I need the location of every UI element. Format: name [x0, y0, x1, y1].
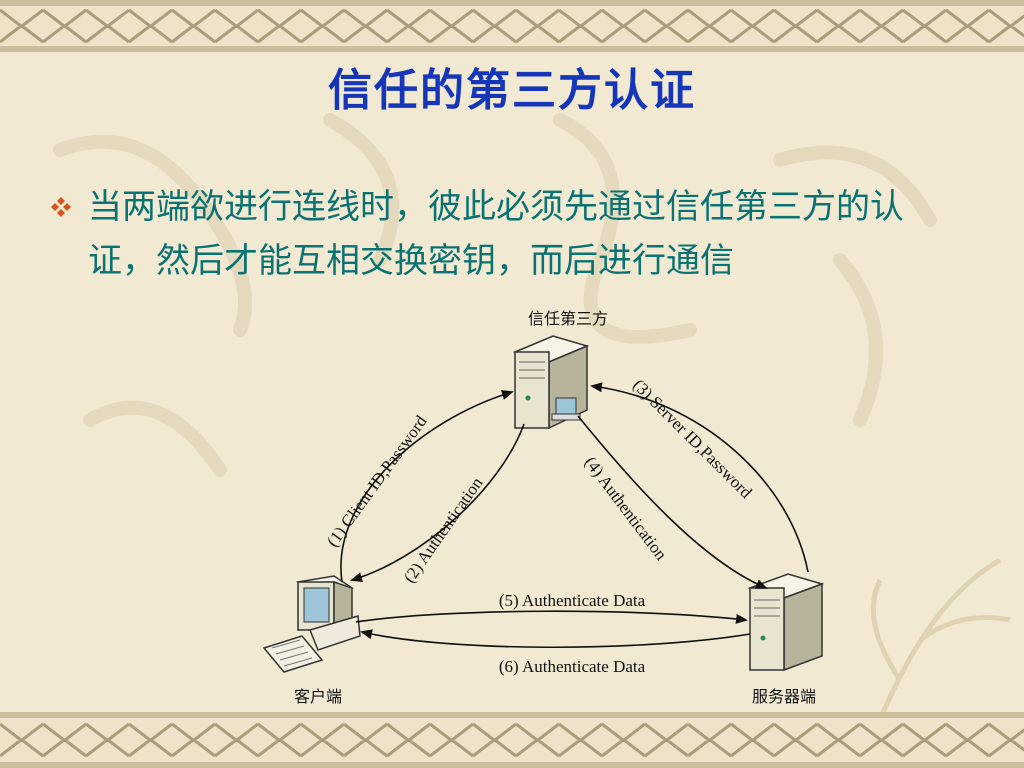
arrow-2-trusted-to-client — [350, 423, 525, 582]
arrow-4-trusted-to-server — [577, 415, 768, 589]
bottom-border-pattern — [0, 712, 1024, 768]
edge-label-2: (2) Authentication — [400, 473, 487, 586]
top-border-pattern — [0, 0, 1024, 52]
edge-label-3: (3) Server ID,Password — [629, 375, 756, 502]
slide-title: 信任的第三方认证 — [328, 65, 696, 116]
arrow-6-server-to-client — [360, 629, 751, 649]
diamond-bullet-icon — [51, 197, 71, 217]
edge-label-5: (5) Authenticate Data — [499, 591, 646, 610]
edge-label-6: (6) Authenticate Data — [499, 657, 646, 676]
node-label-client: 客户端 — [294, 687, 342, 706]
arrow-5-client-to-server — [355, 610, 748, 624]
edge-label-1: (1) Client ID,Password — [323, 412, 431, 551]
server-icon — [747, 573, 825, 672]
arrow-3-server-to-trusted — [590, 382, 809, 573]
bullet-text: 当两端欲进行连线时，彼此必须先通过信任第三方的认证，然后才能互相交换密钥，而后进… — [88, 187, 904, 281]
node-label-trusted-third-party: 信任第三方 — [528, 309, 608, 328]
edge-label-4: (4) Authentication — [581, 453, 671, 564]
arrow-1-client-to-trusted — [340, 390, 514, 583]
trusted-server-icon — [512, 335, 590, 430]
node-label-server: 服务器端 — [752, 687, 816, 706]
client-computer-icon — [262, 575, 361, 673]
